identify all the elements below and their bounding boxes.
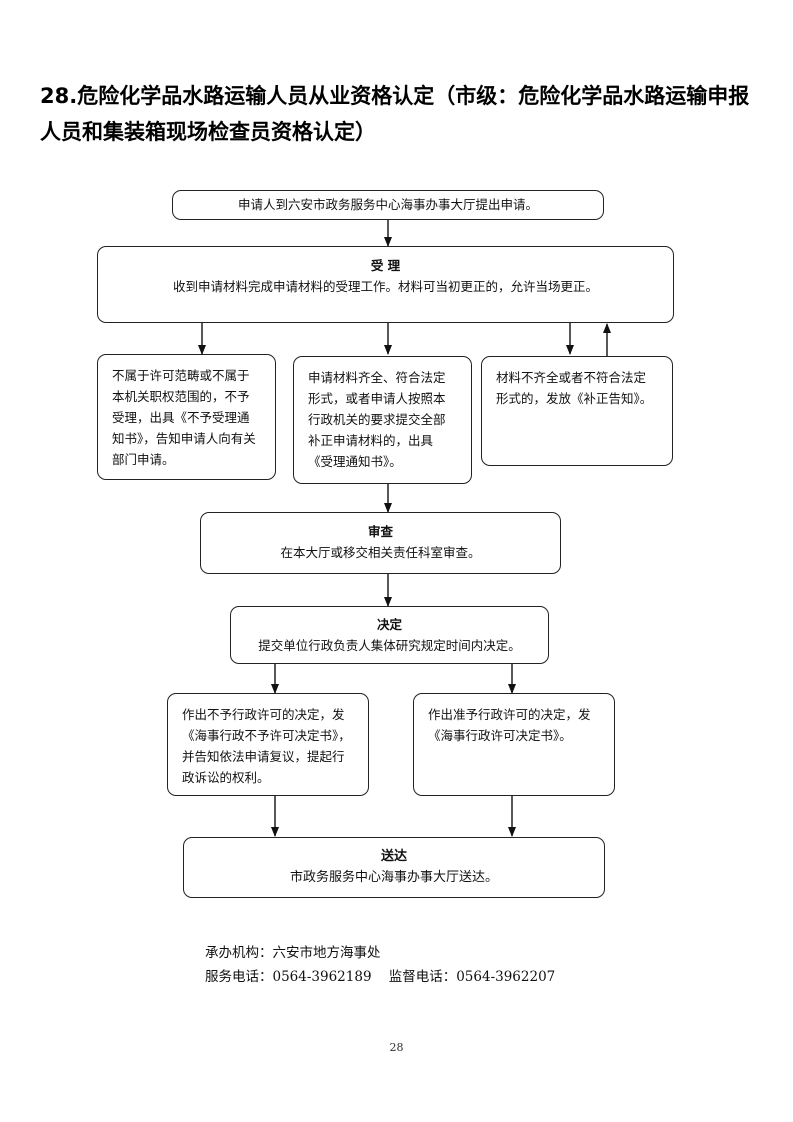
page-title: 28.危险化学品水路运输人员从业资格认定（市级：危险化学品水路运输申报人员和集装… <box>40 84 750 144</box>
grant-box: 作出准予行政许可的决定，发《海事行政许可决定书》。 <box>413 693 615 796</box>
deny-text: 作出不予行政许可的决定，发《海事行政不予许可决定书》，并告知依法申请复议，提起行… <box>182 707 351 785</box>
accept-branch-text: 申请材料齐全、符合法定形式，或者申请人按照本行政机关的要求提交全部补正申请材料的… <box>308 370 446 469</box>
review-text: 在本大厅或移交相关责任科室审查。 <box>280 545 481 560</box>
accept-heading: 受 理 <box>370 258 401 273</box>
accept-box: 受 理 收到申请材料完成申请材料的受理工作。材料可当初更正的，允许当场更正。 <box>97 246 674 323</box>
deny-box: 作出不予行政许可的决定，发《海事行政不予许可决定书》，并告知依法申请复议，提起行… <box>167 693 369 796</box>
apply-text: 申请人到六安市政务服务中心海事办事大厅提出申请。 <box>237 197 538 212</box>
decision-heading: 决定 <box>376 617 402 632</box>
supplement-branch-box: 材料不齐全或者不符合法定形式的，发放《补正告知》。 <box>481 356 673 466</box>
reject-branch-box: 不属于许可范畴或不属于本机关职权范围的，不予受理，出具《不予受理通知书》，告知申… <box>97 354 276 480</box>
footer-phones: 服务电话：0564-3962189 监督电话：0564-3962207 <box>205 969 556 985</box>
review-heading: 审查 <box>367 524 393 539</box>
deliver-box: 送达 市政务服务中心海事办事大厅送达。 <box>183 837 605 898</box>
deliver-heading: 送达 <box>380 849 407 864</box>
page-number: 28 <box>389 1041 404 1054</box>
supplement-branch-text: 材料不齐全或者不符合法定形式的，发放《补正告知》。 <box>496 370 653 406</box>
grant-text: 作出准予行政许可的决定，发《海事行政许可决定书》。 <box>428 707 591 743</box>
accept-branch-box: 申请材料齐全、符合法定形式，或者申请人按照本行政机关的要求提交全部补正申请材料的… <box>293 356 472 484</box>
footer-agency: 承办机构：六安市地方海事处 <box>205 945 381 961</box>
decision-box: 决定 提交单位行政负责人集体研究规定时间内决定。 <box>230 606 549 664</box>
accept-text: 收到申请材料完成申请材料的受理工作。材料可当初更正的，允许当场更正。 <box>172 279 598 294</box>
deliver-text: 市政务服务中心海事办事大厅送达。 <box>289 870 498 885</box>
review-box: 审查 在本大厅或移交相关责任科室审查。 <box>200 512 561 574</box>
apply-box: 申请人到六安市政务服务中心海事办事大厅提出申请。 <box>172 190 604 220</box>
decision-text: 提交单位行政负责人集体研究规定时间内决定。 <box>258 638 521 653</box>
reject-branch-text: 不属于许可范畴或不属于本机关职权范围的，不予受理，出具《不予受理通知书》，告知申… <box>112 368 256 467</box>
